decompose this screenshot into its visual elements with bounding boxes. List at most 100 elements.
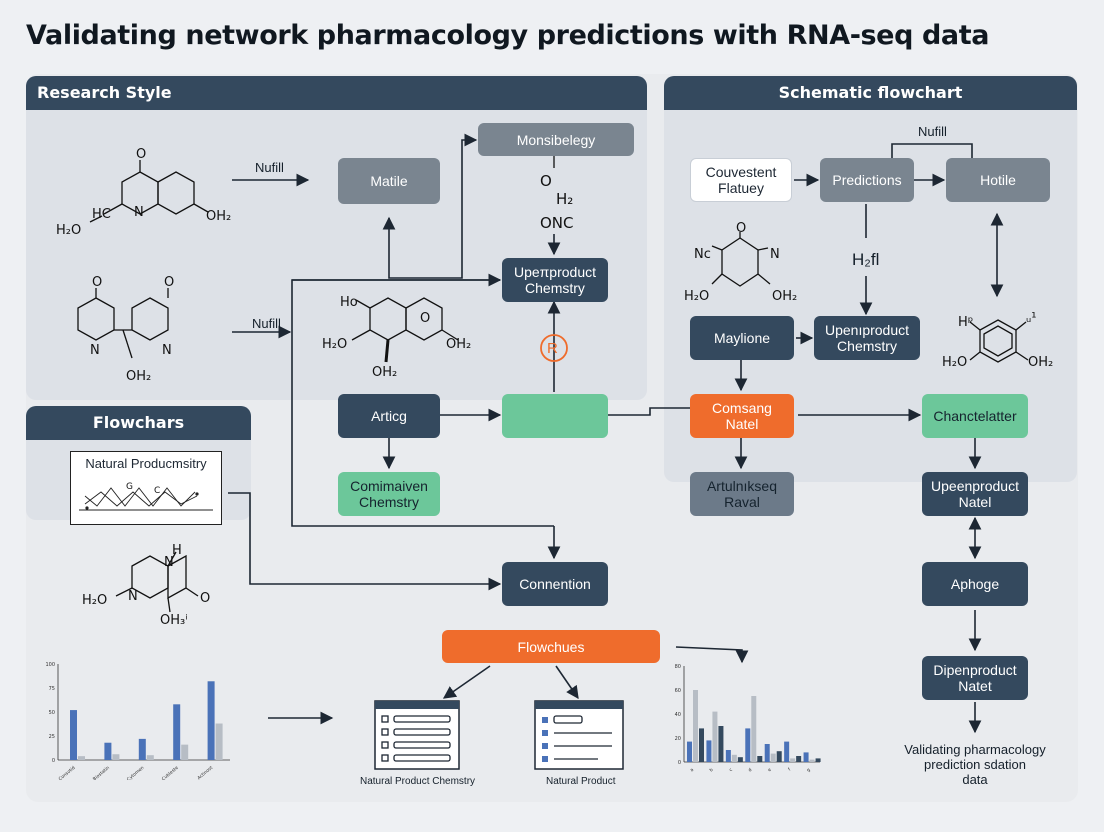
inset-mark-c: C xyxy=(154,486,160,496)
y-tick-label: 80 xyxy=(675,664,681,670)
label-r: R xyxy=(547,340,558,357)
research-style-header: Research Style xyxy=(26,76,647,110)
list-document-icon xyxy=(374,700,460,770)
x-tick-label: Cubleste xyxy=(161,765,180,780)
schematic-flowchart-header: Schematic flowchart xyxy=(664,76,1077,110)
y-tick-label: 0 xyxy=(678,760,681,766)
x-tick-label: a xyxy=(690,768,696,774)
bar xyxy=(718,726,724,762)
bar xyxy=(770,753,776,762)
y-tick-label: 75 xyxy=(49,686,55,692)
bar xyxy=(146,755,154,760)
node-upenproduct-chemstry[interactable]: Upeπproduct Chemstry xyxy=(502,258,608,302)
node-maylione[interactable]: Maylione xyxy=(690,316,794,360)
bar xyxy=(693,690,698,762)
node-upeenproduct[interactable]: Upeenproduct Natel xyxy=(922,472,1028,516)
node-artulnikseq[interactable]: Artulnıkseq Raval xyxy=(690,472,794,516)
label-closing-note: Validating pharmacology prediction sdati… xyxy=(904,742,1046,787)
node-articg[interactable]: Articg xyxy=(338,394,440,438)
y-tick-label: 60 xyxy=(675,688,681,694)
bar xyxy=(706,740,712,762)
link-chaincte-to-comsang xyxy=(608,407,690,416)
bar xyxy=(104,742,112,760)
x-tick-label: b xyxy=(708,767,714,774)
x-tick-label: g xyxy=(806,768,812,774)
bar xyxy=(78,756,85,760)
bar xyxy=(70,710,77,760)
node-chanctelatter[interactable]: Chanctelatter xyxy=(922,394,1028,438)
node-dipenproduct[interactable]: Dipenproduct Natet xyxy=(922,656,1028,700)
flowchars-title: Flowchars xyxy=(92,413,185,432)
inset-mark-g: G xyxy=(126,482,133,492)
node-monsibelegy[interactable]: Monsibelegy xyxy=(478,123,634,156)
label-natural-product: Natural Product xyxy=(546,776,616,787)
arrow-flowchues-left xyxy=(442,665,491,699)
x-tick-label: f xyxy=(787,767,792,773)
bar xyxy=(784,741,790,762)
label-natural-product-chemstry: Natural Product Chemstry xyxy=(360,776,476,787)
bar xyxy=(764,744,770,762)
arrow-flowchues-to-chart xyxy=(675,646,749,664)
label-nufill-1: Nufill xyxy=(255,160,284,175)
node-matile[interactable]: Matile xyxy=(338,158,440,204)
arrow-inset-to-connention xyxy=(228,492,502,591)
node-aphoge[interactable]: Aphoge xyxy=(922,562,1028,606)
bar xyxy=(687,741,692,762)
bar xyxy=(699,728,704,762)
x-tick-label: Consotid xyxy=(58,765,77,780)
inset-title: Natural Producmsitry xyxy=(85,456,207,471)
x-tick-label: Cytomen xyxy=(126,765,146,780)
y-tick-label: 100 xyxy=(45,662,55,668)
x-tick-label: d xyxy=(747,767,753,774)
label-h2fl: H₂fl xyxy=(852,250,880,269)
node-connention[interactable]: Connention xyxy=(502,562,608,606)
arrow-to-monsibelegy xyxy=(388,133,478,279)
research-style-title: Research Style xyxy=(37,83,172,102)
natural-product-inset: Natural Producmsitry G C xyxy=(70,451,222,525)
inset-sketch: G C xyxy=(79,482,213,511)
y-tick-label: 50 xyxy=(49,710,55,716)
label-nufill-2: Nufill xyxy=(252,316,281,331)
label-nufill-3: Nufill xyxy=(918,124,947,139)
x-tick-label: e xyxy=(767,768,773,774)
bar xyxy=(138,738,146,760)
bar xyxy=(809,759,815,762)
node-couvestent[interactable]: Couvestent Flatuey xyxy=(690,158,792,202)
page-title: Validating network pharmacology predicti… xyxy=(26,20,990,51)
bar xyxy=(803,752,809,762)
r-circle xyxy=(540,334,568,362)
bar xyxy=(790,758,796,762)
bar xyxy=(815,758,821,762)
flowchars-header: Flowchars xyxy=(26,406,251,440)
bar xyxy=(207,681,215,760)
node-commaiven[interactable]: Comimaiven Chemstry xyxy=(338,472,440,516)
node-flowchues[interactable]: Flowchues xyxy=(442,630,660,663)
arrow-flowchues-right xyxy=(555,665,579,700)
bar xyxy=(181,744,189,760)
bar xyxy=(215,723,223,760)
y-tick-label: 40 xyxy=(675,712,681,718)
node-hotile[interactable]: Hotile xyxy=(946,158,1050,202)
node-chaincte[interactable] xyxy=(502,394,608,438)
bar xyxy=(173,704,181,760)
checklist-document-icon xyxy=(534,700,624,770)
y-tick-label: 20 xyxy=(675,736,681,742)
bar xyxy=(731,754,737,762)
y-tick-label: 0 xyxy=(52,758,55,764)
bar xyxy=(796,756,802,762)
bracket-nufill xyxy=(891,143,973,158)
x-tick-label: Actinost xyxy=(196,765,214,780)
node-predictions[interactable]: Predictions xyxy=(820,158,914,202)
bar xyxy=(712,711,718,762)
y-tick-label: 25 xyxy=(49,734,55,740)
x-tick-label: Biostatin xyxy=(92,765,111,780)
node-upenproduct-right[interactable]: Upenıproduct Chemstry xyxy=(814,316,920,360)
bar xyxy=(776,751,782,762)
bar xyxy=(751,696,757,762)
bar xyxy=(112,754,120,760)
node-comsang[interactable]: Comsang Natel xyxy=(690,394,794,438)
schematic-flowchart-title: Schematic flowchart xyxy=(778,83,963,102)
